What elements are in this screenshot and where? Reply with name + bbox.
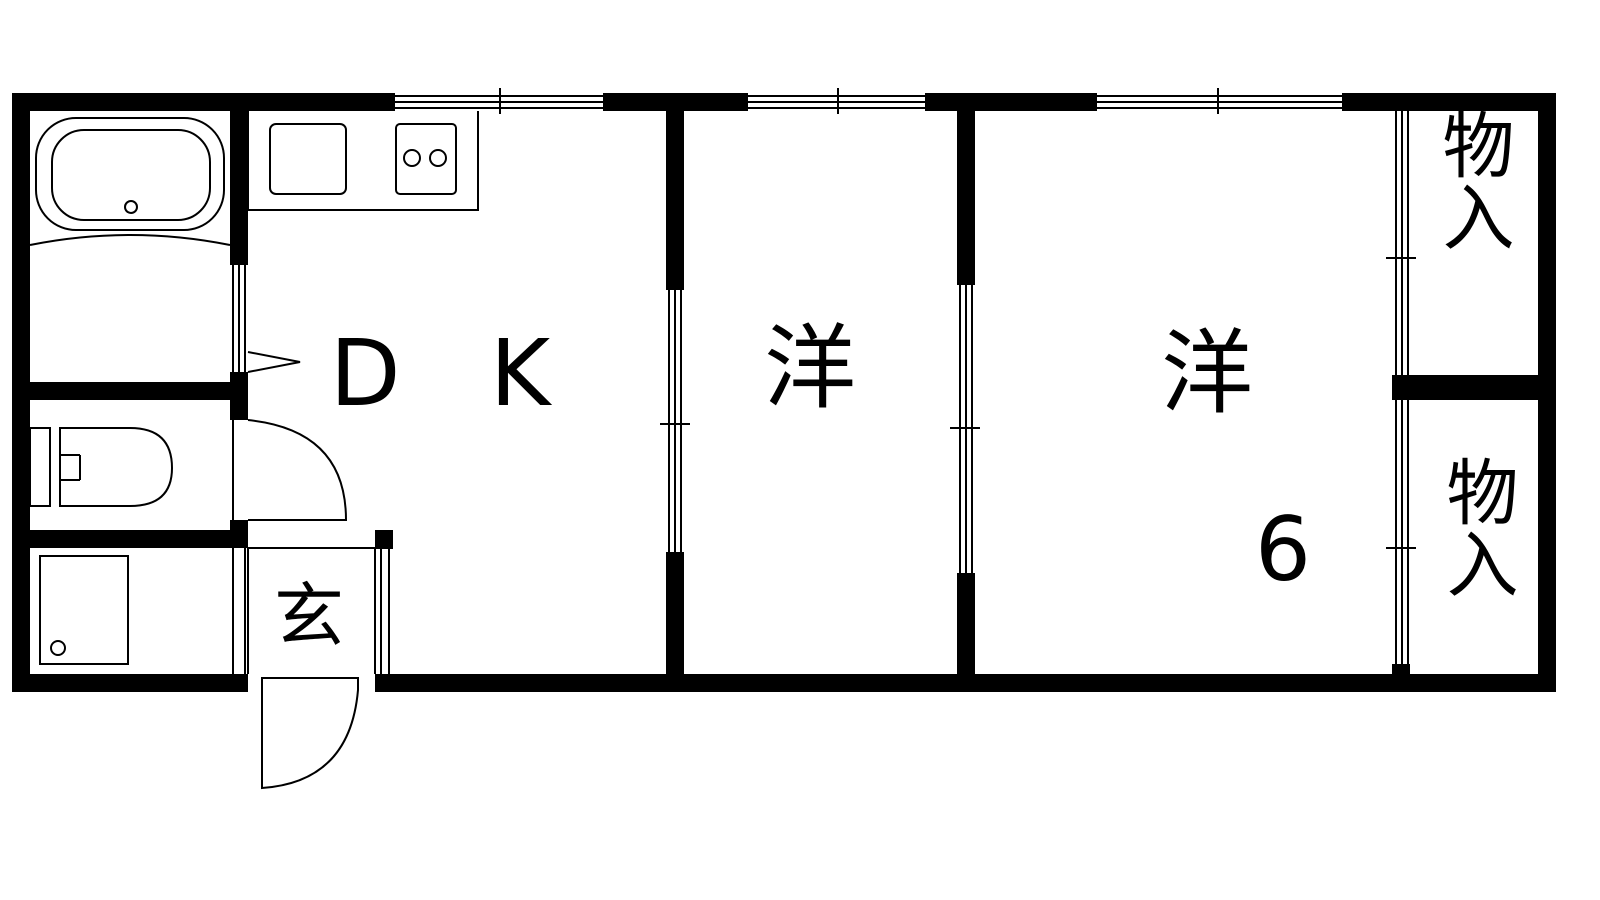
room-labels: D K 洋 洋 6 玄 物入 物入 xyxy=(274,108,1518,657)
label-dk: D K xyxy=(330,320,580,427)
sink-icon xyxy=(269,123,347,195)
label-western-room-2: 洋 xyxy=(1161,320,1253,427)
toilet-icon xyxy=(59,427,174,507)
bathtub-icon xyxy=(35,117,225,231)
label-western-room-1: 洋 xyxy=(764,315,856,422)
windows xyxy=(395,88,1342,114)
label-room-size: 6 xyxy=(1255,498,1311,601)
label-closet-1: 物入 xyxy=(1430,108,1514,252)
sliding-doors xyxy=(232,111,1416,674)
entrance-door-swing xyxy=(261,677,359,790)
walls xyxy=(12,93,1556,692)
label-closet-2: 物入 xyxy=(1434,455,1518,599)
toilet-door-swing xyxy=(247,419,348,521)
label-entrance: 玄 xyxy=(274,575,344,657)
washing-machine-icon xyxy=(39,555,129,665)
fixtures xyxy=(29,111,479,790)
stove-icon xyxy=(395,123,457,195)
